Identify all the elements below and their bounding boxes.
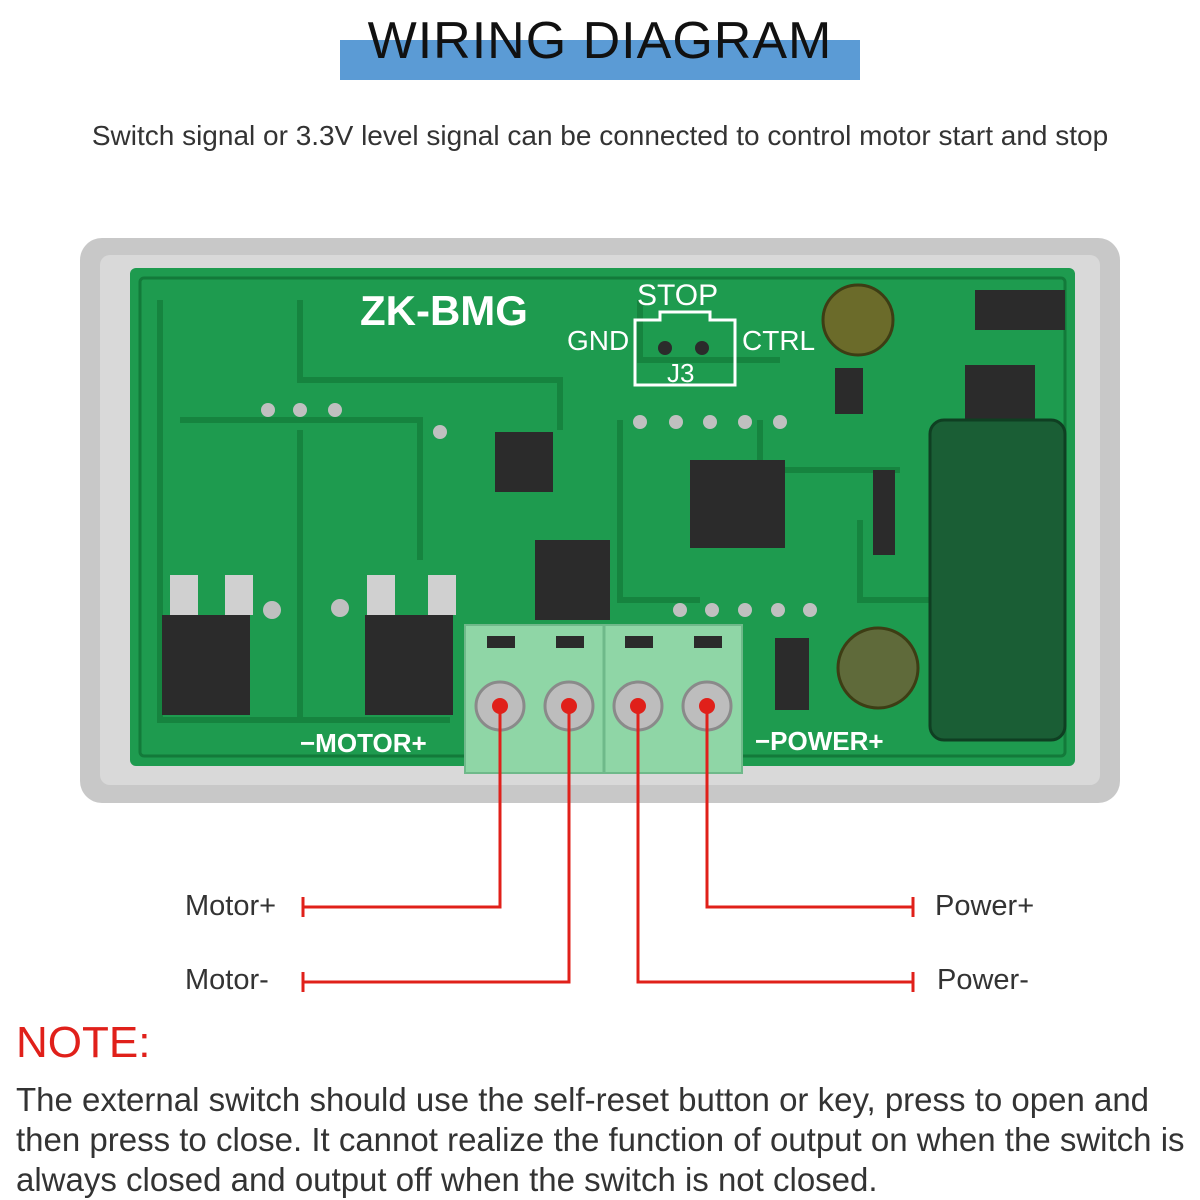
diode-package xyxy=(535,540,610,620)
capacitor-top xyxy=(821,283,895,357)
label-power-plus: Power+ xyxy=(935,890,1035,922)
j3-pin-gnd xyxy=(658,341,672,355)
motor-silkscreen-label: −MOTOR+ xyxy=(300,728,427,758)
power-silkscreen-label: −POWER+ xyxy=(755,726,884,756)
label-motor-minus: Motor- xyxy=(185,964,269,996)
note-body: The external switch should use the self-… xyxy=(16,1081,1185,1198)
wire-motor-minus xyxy=(303,706,571,984)
electrolytic-capacitor-large xyxy=(928,418,1067,742)
wire-power-plus xyxy=(705,706,913,909)
ctrl-label: CTRL xyxy=(742,325,815,356)
capacitor-bottom xyxy=(836,626,920,710)
mosfet-q3 xyxy=(162,615,250,715)
mosfet-q2-pin xyxy=(428,575,456,615)
label-motor-plus: Motor+ xyxy=(185,890,277,922)
wire-dots xyxy=(492,698,715,714)
pcb-traces xyxy=(157,300,930,723)
mosfet-q3-pin xyxy=(170,575,198,615)
mcu-chip xyxy=(690,460,785,548)
wires xyxy=(301,706,915,992)
subtitle: Switch signal or 3.3V level signal can b… xyxy=(91,120,1109,151)
j3-pin-ctrl xyxy=(695,341,709,355)
j3-outline xyxy=(633,310,737,387)
mosfet-q3-pin xyxy=(225,575,253,615)
note-title: NOTE: xyxy=(16,1018,151,1067)
pin-header-p1 xyxy=(873,470,895,555)
gnd-label: GND xyxy=(567,325,629,356)
driver-chip xyxy=(495,432,553,492)
small-transistor xyxy=(835,368,863,414)
board-model-label: ZK-BMG xyxy=(360,287,528,334)
title-underline-bar xyxy=(340,40,860,80)
j3-label: J3 xyxy=(667,358,694,388)
regulator-chip xyxy=(965,365,1035,420)
terminal-slots xyxy=(487,636,722,648)
mosfet-q2 xyxy=(365,615,453,715)
page-title: WIRING DIAGRAM xyxy=(367,12,833,70)
title-block: WIRING DIAGRAM xyxy=(340,10,860,80)
stop-label: STOP xyxy=(637,279,718,312)
diode-d3 xyxy=(775,638,809,710)
vias xyxy=(261,403,817,619)
label-power-minus: Power- xyxy=(937,964,1029,996)
schottky-diode xyxy=(975,290,1065,330)
wire-motor-plus xyxy=(303,706,502,909)
board-diagram: ZK-BMG STOP GND CTRL J3 −MOTOR+ −POWE xyxy=(80,238,1120,992)
mosfet-q2-pin xyxy=(367,575,395,615)
wire-power-minus xyxy=(636,706,913,984)
